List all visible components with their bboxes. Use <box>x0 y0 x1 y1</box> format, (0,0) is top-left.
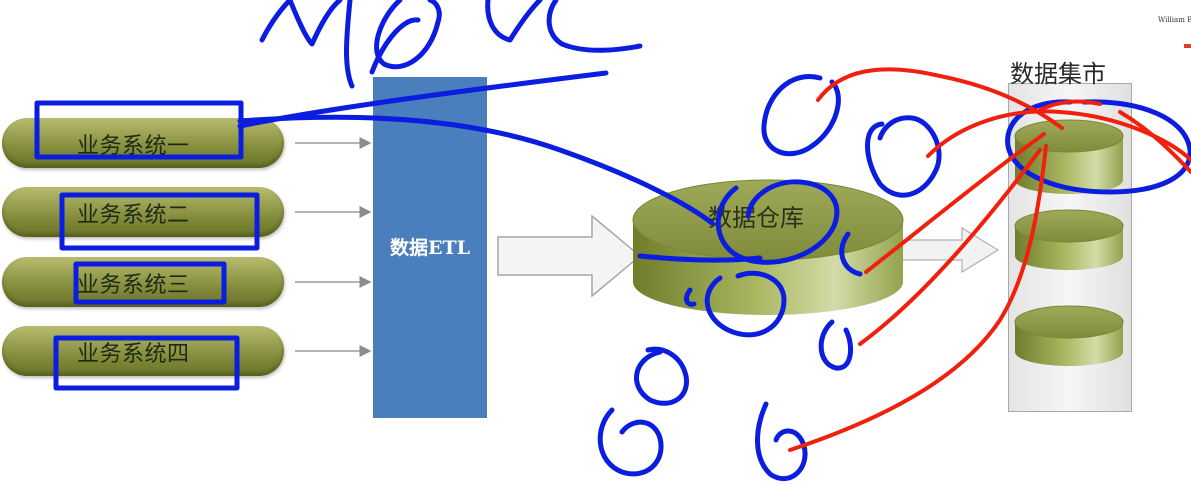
arrow-warehouse-to-mart <box>901 226 1000 274</box>
mart-cylinder-2 <box>1014 209 1124 270</box>
annotation-red-6 <box>1118 110 1191 174</box>
annotation-swirl-4 <box>839 231 863 277</box>
source-system-4-label: 业务系统四 <box>77 342 190 367</box>
annotation-swirl-8 <box>818 319 854 371</box>
mart-cylinder-3 <box>1014 305 1124 366</box>
annotation-rect-2 <box>59 192 260 251</box>
annotation-red-2 <box>926 109 1191 162</box>
annotation-red-4 <box>858 148 1042 346</box>
annotation-red-1 <box>816 67 1064 130</box>
annotation-rect-3 <box>73 261 227 305</box>
annotation-swirl-3 <box>715 179 840 265</box>
annotation-swirl-1 <box>761 74 841 157</box>
warehouse-label: 数据仓库 <box>708 204 804 232</box>
annotation-curve-to-warehouse <box>237 114 715 226</box>
etl-block: 数据ETL <box>373 77 487 418</box>
annotation-swirl-7 <box>684 287 697 307</box>
annotation-red-7 <box>1038 99 1102 112</box>
red-annotations <box>788 67 1191 452</box>
source-system-3-label: 业务系统三 <box>77 273 190 298</box>
annotation-red-5 <box>788 144 1048 452</box>
annotation-swirl-10 <box>597 407 664 477</box>
annotation-swirl-5 <box>637 253 763 263</box>
annotation-swirl-2 <box>865 115 942 198</box>
annotation-swirl-9 <box>634 346 690 406</box>
annotation-rect-4 <box>53 335 240 391</box>
annotation-swirl-6 <box>704 270 787 338</box>
annotation-scribble-top <box>259 0 643 89</box>
annotation-swirl-11 <box>755 401 808 482</box>
corner-red-mark <box>1184 44 1191 48</box>
blue-annotations <box>34 0 1191 482</box>
annotation-rect-1 <box>34 100 244 160</box>
source-system-2-label: 业务系统二 <box>77 203 190 228</box>
arrow-etl-to-warehouse <box>497 214 642 298</box>
watermark-text: William B <box>1158 16 1191 24</box>
data-mart-title: 数据集市 <box>1010 60 1106 88</box>
annotation-red-3 <box>864 132 1046 274</box>
etl-label: 数据ETL <box>390 237 470 259</box>
annotation-oval-mart <box>1005 99 1191 195</box>
source-system-1 <box>2 118 284 168</box>
